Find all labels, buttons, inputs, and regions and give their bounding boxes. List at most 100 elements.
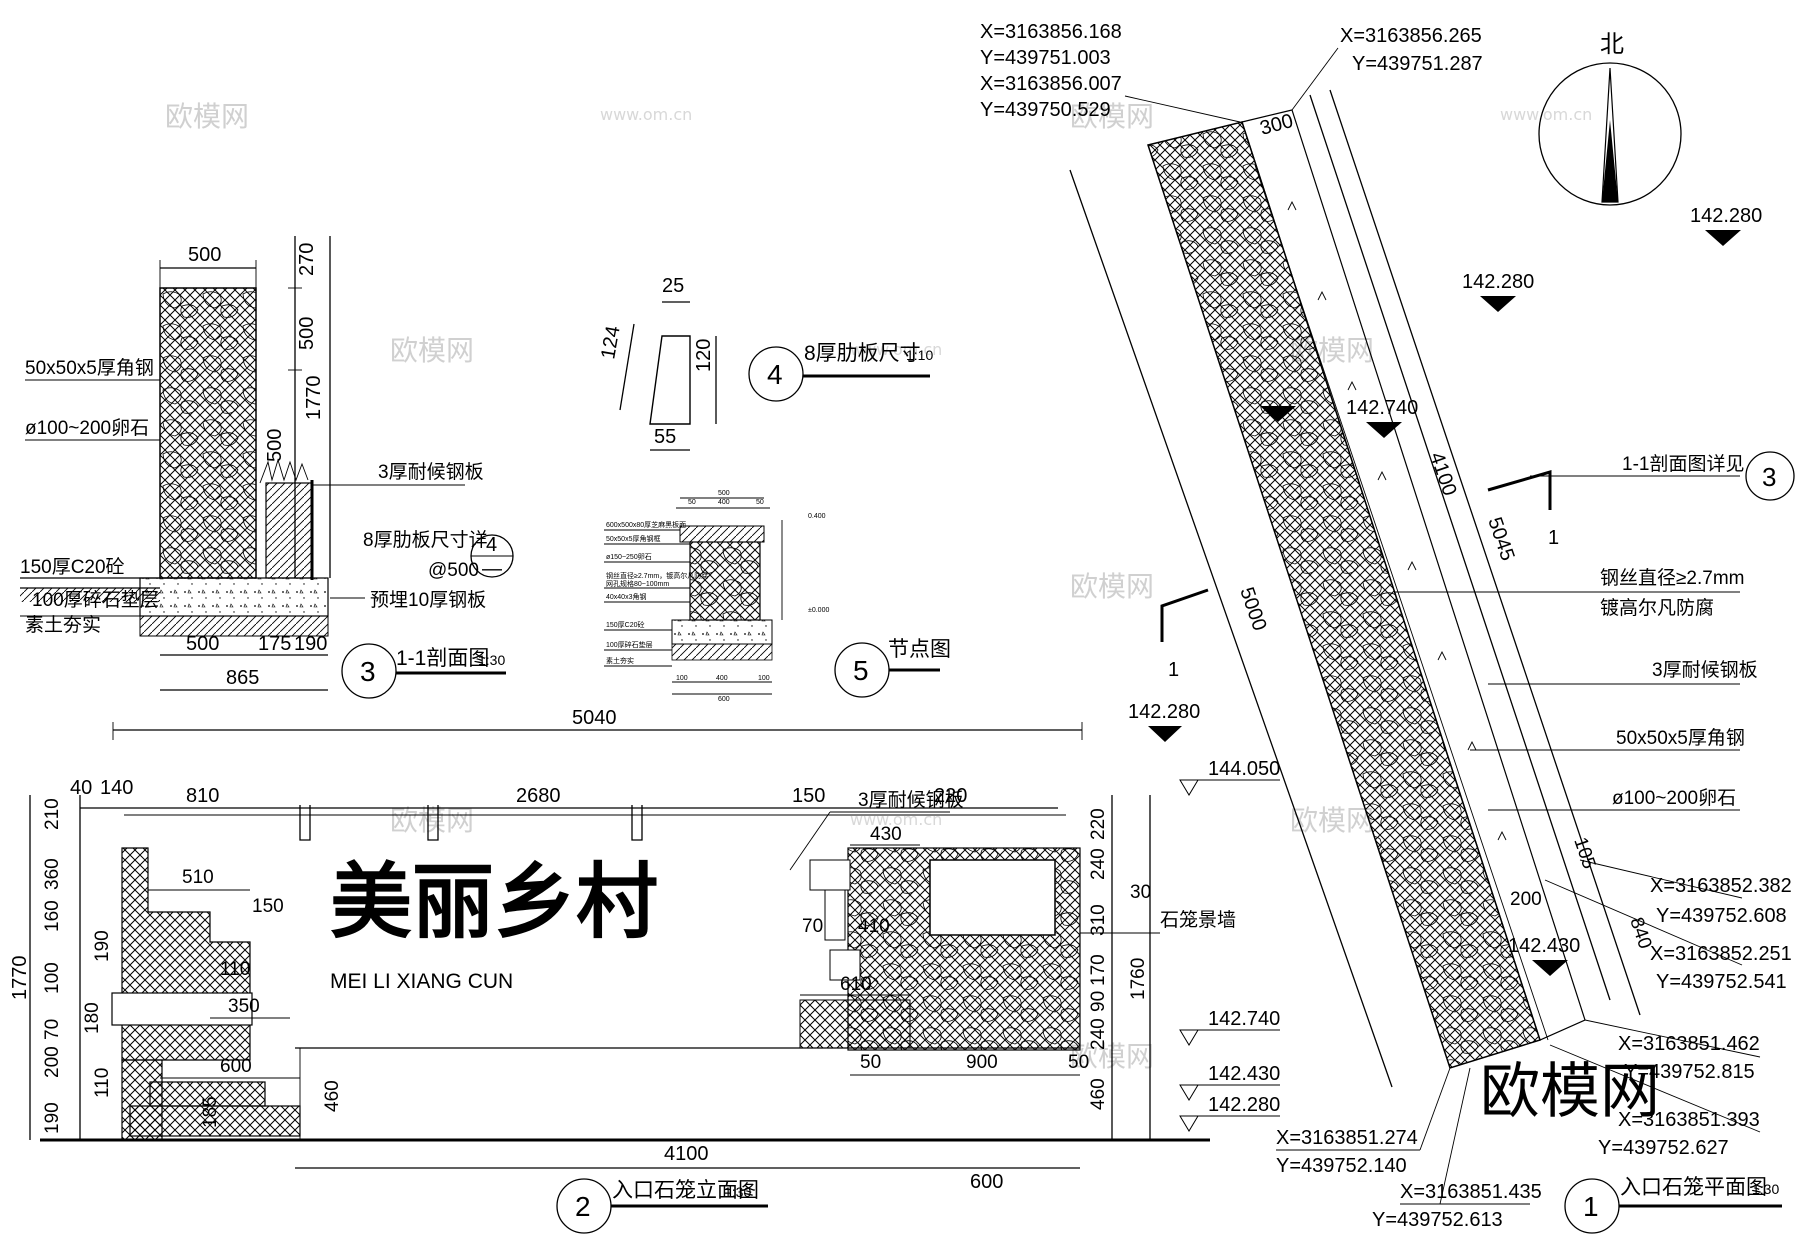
dim-text: 70 (42, 1019, 63, 1040)
dim-text: 200 (1510, 889, 1542, 910)
dim-text: 124 (597, 324, 624, 361)
dim-text: 500 (186, 633, 219, 655)
coord-y: Y=439752.627 (1598, 1137, 1729, 1159)
ref-number: 3 (1762, 462, 1776, 492)
dim-text: 200 (42, 1046, 63, 1078)
watermark-text: 欧模网 (165, 100, 249, 133)
dim-text: 150 (792, 785, 825, 807)
section-mark (1487, 470, 1552, 510)
sign-pinyin: MEI LI XIANG CUN (330, 970, 513, 993)
dim-text: 5045 (1483, 514, 1518, 563)
label-number: 1 (1583, 1191, 1599, 1222)
dim-text: 865 (226, 667, 259, 689)
note-text: 钢丝直径≥2.7mm，镀高尔凡防腐 (606, 571, 708, 580)
note-text: 50x50x5厚角钢 (1616, 727, 1745, 749)
plan: 5000 4100 5045 300 105 840 200 X=3163856… (980, 21, 1795, 1234)
node-detail: 50 400 50 500 100 400 100 600 0.400 ±0.0… (604, 490, 951, 703)
dim-text: 100 (42, 962, 63, 994)
dim-text: 190 (294, 633, 327, 655)
note-text: ø150~250卵石 (606, 552, 652, 561)
note-text: ø100~200卵石 (25, 417, 149, 439)
watermark-text: 欧模网 (390, 804, 474, 837)
watermark-url: www.om.cn (600, 105, 692, 124)
dim-text: 460 (322, 1080, 343, 1112)
dim-text: 110 (92, 1068, 113, 1098)
right-window (929, 859, 1056, 936)
dim-text: 350 (228, 996, 260, 1017)
watermark-text: 欧模网 (1070, 100, 1154, 133)
dim-text: 160 (42, 900, 63, 932)
level-text: 0.400 (808, 513, 826, 520)
steel-plate-soil (265, 482, 313, 579)
logo-watermark: 欧模网 (1480, 1057, 1660, 1127)
dim-text: 1760 (1128, 958, 1149, 1000)
note-text: 100厚碎石垫层 (32, 589, 159, 611)
coord-y: Y=439752.815 (1624, 1061, 1755, 1083)
left-board (111, 992, 253, 1026)
dim-text: 50 (1068, 1052, 1089, 1073)
coord-y: Y=439752.613 (1372, 1209, 1503, 1231)
dim-text: 5000 (1235, 584, 1270, 633)
coord-y: Y=439750.529 (980, 99, 1111, 121)
level-text: 142.280 (1208, 1094, 1280, 1116)
note-text: 8厚肋板尺寸详 (363, 529, 488, 551)
level-text: 142.430 (1208, 1063, 1280, 1085)
dim-text: 100 (676, 675, 688, 682)
dim-text: 240 (1088, 1018, 1109, 1050)
dim-text: 900 (966, 1052, 998, 1073)
dim-text: 180 (82, 1002, 103, 1034)
coord-x: X=3163856.007 (980, 73, 1122, 95)
dim-text: 500 (718, 490, 730, 497)
label-number: 2 (575, 1191, 591, 1222)
dim-text: 5040 (572, 707, 617, 729)
level-text: 142.280 (1128, 701, 1200, 723)
dim-text: 400 (718, 499, 730, 506)
coord-y: Y=439751.287 (1352, 53, 1483, 75)
dim-text: 210 (42, 798, 63, 830)
dim-text: 500 (188, 244, 221, 266)
note-text: 3厚耐候钢板 (1652, 659, 1758, 681)
watermark-text: 欧模网 (1070, 570, 1154, 603)
ref-text: 4 (486, 534, 497, 556)
dim-text: 460 (1088, 1078, 1109, 1110)
coord-x: X=3163851.274 (1276, 1127, 1418, 1149)
note-text: 40x40x3角钢 (606, 592, 646, 601)
note-text: 钢丝直径≥2.7mm (1600, 567, 1745, 589)
coord-x: X=3163851.435 (1400, 1181, 1542, 1203)
note-text: 3厚耐候钢板 (378, 461, 484, 483)
dim-text: 150 (252, 896, 284, 917)
note-text: 50x50x5厚角钢 (25, 357, 154, 379)
grass-symbol (259, 458, 309, 484)
dim-text: 300 (1258, 110, 1296, 140)
dim-text: 4100 (1425, 449, 1460, 498)
dim-text: 1770 (303, 376, 325, 421)
level-text: 142.740 (1208, 1008, 1280, 1030)
section-text: 1 (1548, 527, 1559, 549)
coord-x: X=3163852.382 (1650, 875, 1792, 897)
dim-text: 600 (718, 696, 730, 703)
ref-text: — (482, 558, 502, 580)
dim-text: 510 (182, 867, 214, 888)
watermark-text: 欧模网 (1290, 804, 1374, 837)
dim-text: 110 (220, 959, 250, 980)
drawing-scale: 1:30 (724, 1184, 751, 1200)
dim-text: 360 (42, 858, 63, 890)
dim-text: 175 (258, 633, 291, 655)
level-text: 142.280 (1690, 205, 1762, 227)
dim-text: 4100 (664, 1143, 709, 1165)
sign-text: 美丽乡村 (330, 855, 658, 950)
drawing-title: 节点图 (888, 638, 951, 661)
note-text: 3厚耐候钢板 (858, 789, 964, 811)
dim-text: 1770 (9, 956, 31, 1001)
watermark-text: 欧模网 (390, 334, 474, 367)
coord-x: X=3163851.462 (1618, 1033, 1760, 1055)
dim-text: 810 (186, 785, 219, 807)
note-text: 素土夯实 (25, 614, 101, 636)
dim-text: 50 (860, 1052, 881, 1073)
dim-text: 25 (662, 275, 684, 297)
label-number: 3 (360, 656, 376, 687)
label-number: 5 (853, 655, 869, 686)
section-1-1: 500 270 500 1770 500 500 175 190 865 50x… (20, 236, 514, 699)
level-text: 144.050 (1208, 758, 1280, 780)
